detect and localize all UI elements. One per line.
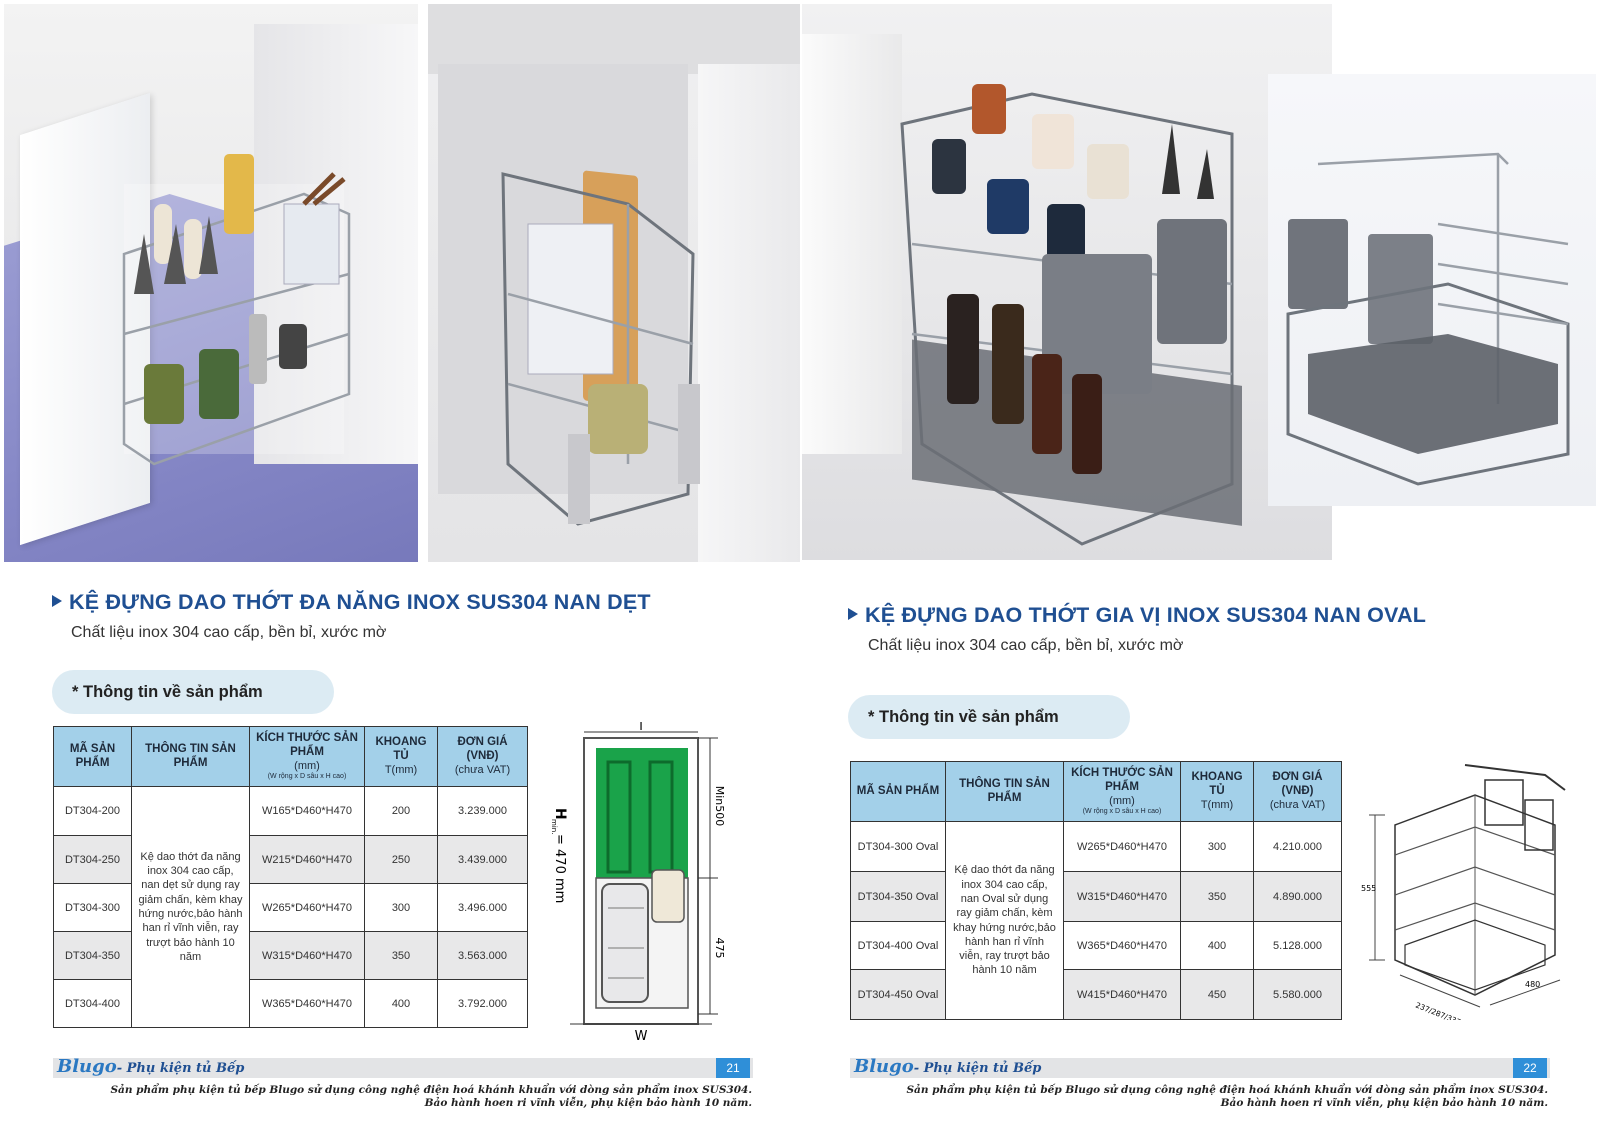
drawing-width-label: 237/287/337/387 [1414,1001,1478,1020]
drawing-h-label: = 470 mm [552,834,567,903]
title-arrow-icon [848,608,858,620]
drawing-height-label: 555 [1361,884,1376,893]
product-photo-knife-rack-cabinet [4,4,418,562]
row-code: DT304-300 [53,883,132,932]
col-header-code: MÃ SẢN PHẨM [850,761,946,822]
table-row: DT304-300 Oval Kệ dao thớt đa năng inox … [850,821,1342,1020]
right-product-subtitle: Chất liệu inox 304 cao cấp, bền bỉ, xước… [868,637,1184,654]
row-size: W365*D460*H470 [249,979,365,1028]
row-price: 4.210.000 [1253,821,1342,872]
row-cabinet: 300 [1180,821,1254,872]
row-price: 5.580.000 [1253,969,1342,1020]
drawing-top-mark: T [636,722,645,733]
row-price: 3.496.000 [437,883,528,932]
row-code: DT304-400 Oval [850,921,946,970]
drawing-depth-label: 480 [1525,980,1540,989]
row-price: 4.890.000 [1253,871,1342,922]
right-footer-bar [850,1058,1550,1078]
row-cabinet: 350 [1180,871,1254,922]
row-price: 3.792.000 [437,979,528,1028]
left-footnote: Sản phẩm phụ kiện tủ bếp Blugo sử dụng c… [110,1084,752,1109]
row-price: 3.439.000 [437,835,528,884]
right-technical-drawing: 555 480 237/287/337/387 [1361,764,1566,1020]
table-row: DT304-200 Kệ dao thớt đa năng inox 304 c… [53,786,528,1028]
row-cabinet: 400 [1180,921,1254,970]
row-cabinet: 400 [364,979,438,1028]
row-size: W265*D460*H470 [1063,821,1181,872]
left-product-subtitle: Chất liệu inox 304 cao cấp, bền bỉ, xước… [71,624,387,641]
table-row: DT304-400 W365*D460*H470 400 3.792.000 [53,979,528,1028]
right-page-number: 22 [1513,1058,1547,1078]
col-header-info: THÔNG TIN SẢN PHẨM [131,726,250,787]
row-info: Kệ dao thớt đa năng inox 304 cao cấp, na… [131,786,250,1028]
left-footer-bar [53,1058,753,1078]
row-code: DT304-300 Oval [850,821,946,872]
row-size: W415*D460*H470 [1063,969,1181,1020]
row-code: DT304-350 Oval [850,871,946,922]
row-code: DT304-250 [53,835,132,884]
row-cabinet: 250 [364,835,438,884]
row-size: W265*D460*H470 [249,883,365,932]
right-footnote: Sản phẩm phụ kiện tủ bếp Blugo sử dụng c… [906,1084,1548,1109]
right-spec-table: MÃ SẢN PHẨM THÔNG TIN SẢN PHẨM KÍCH THƯỚ… [850,761,1342,1020]
col-header-code: MÃ SẢN PHẨM [53,726,132,787]
row-info: Kệ dao thớt đa năng inox 304 cao cấp, na… [945,821,1064,1020]
col-header-info: THÔNG TIN SẢN PHẨM [945,761,1064,822]
row-price: 3.563.000 [437,931,528,980]
row-code: DT304-450 Oval [850,969,946,1020]
left-product-title: KỆ ĐỰNG DAO THỚT ĐA NĂNG INOX SUS304 NAN… [52,590,651,615]
drawing-min-label: Min500 [713,786,726,827]
drawing-dim-label: 475 [713,938,726,959]
row-size: W215*D460*H470 [249,835,365,884]
title-arrow-icon [52,595,62,607]
col-header-price: ĐƠN GIÁ (VNĐ)(chưa VAT) [437,726,528,787]
row-cabinet: 450 [1180,969,1254,1020]
drawing-bottom-mark: W [635,1029,648,1042]
table-row: DT304-400 Oval W365*D460*H470 400 5.128.… [850,921,1342,970]
drawing-h-main: H [552,808,568,820]
row-code: DT304-350 [53,931,132,980]
product-photo-knife-rack-pullout [428,4,800,562]
table-row: DT304-350 W315*D460*H470 350 3.563.000 [53,931,528,980]
left-technical-drawing: T Min500 475 H min. = 470 mm W [550,722,726,1042]
row-size: W365*D460*H470 [1063,921,1181,970]
row-size: W315*D460*H470 [249,931,365,980]
table-row: DT304-300 W265*D460*H470 300 3.496.000 [53,883,528,932]
left-info-heading: * Thông tin về sản phẩm [52,670,334,714]
row-size: W165*D460*H470 [249,786,365,836]
col-header-size: KÍCH THƯỚC SẢN PHẨM(mm)(W rộng x D sâu x… [249,726,365,787]
drawing-h-sub: min. [550,819,558,834]
row-size: W315*D460*H470 [1063,871,1181,922]
row-cabinet: 350 [364,931,438,980]
row-price: 3.239.000 [437,786,528,836]
right-product-title: KỆ ĐỰNG DAO THỚT GIA VỊ INOX SUS304 NAN … [848,603,1426,628]
row-cabinet: 200 [364,786,438,836]
left-spec-table: MÃ SẢN PHẨM THÔNG TIN SẢN PHẨM KÍCH THƯỚ… [53,726,528,1028]
right-info-heading: * Thông tin về sản phẩm [848,695,1130,739]
table-row: DT304-450 Oval W415*D460*H470 450 5.580.… [850,969,1342,1020]
table-row: DT304-250 W215*D460*H470 250 3.439.000 [53,835,528,884]
row-price: 5.128.000 [1253,921,1342,970]
row-code: DT304-200 [53,786,132,836]
product-photo-spice-knife-rack [802,4,1332,560]
left-footer-logo: Blugo- Phụ kiện tủ Bếp [57,1056,245,1077]
product-photo-spice-rack-studio [1268,74,1596,506]
row-code: DT304-400 [53,979,132,1028]
col-header-price: ĐƠN GIÁ (VNĐ)(chưa VAT) [1253,761,1342,822]
table-row: DT304-350 Oval W315*D460*H470 350 4.890.… [850,871,1342,922]
row-cabinet: 300 [364,883,438,932]
col-header-size: KÍCH THƯỚC SẢN PHẨM(mm)(W rộng x D sâu x… [1063,761,1181,822]
right-footer-logo: Blugo- Phụ kiện tủ Bếp [854,1056,1042,1077]
left-page-number: 21 [716,1058,750,1078]
